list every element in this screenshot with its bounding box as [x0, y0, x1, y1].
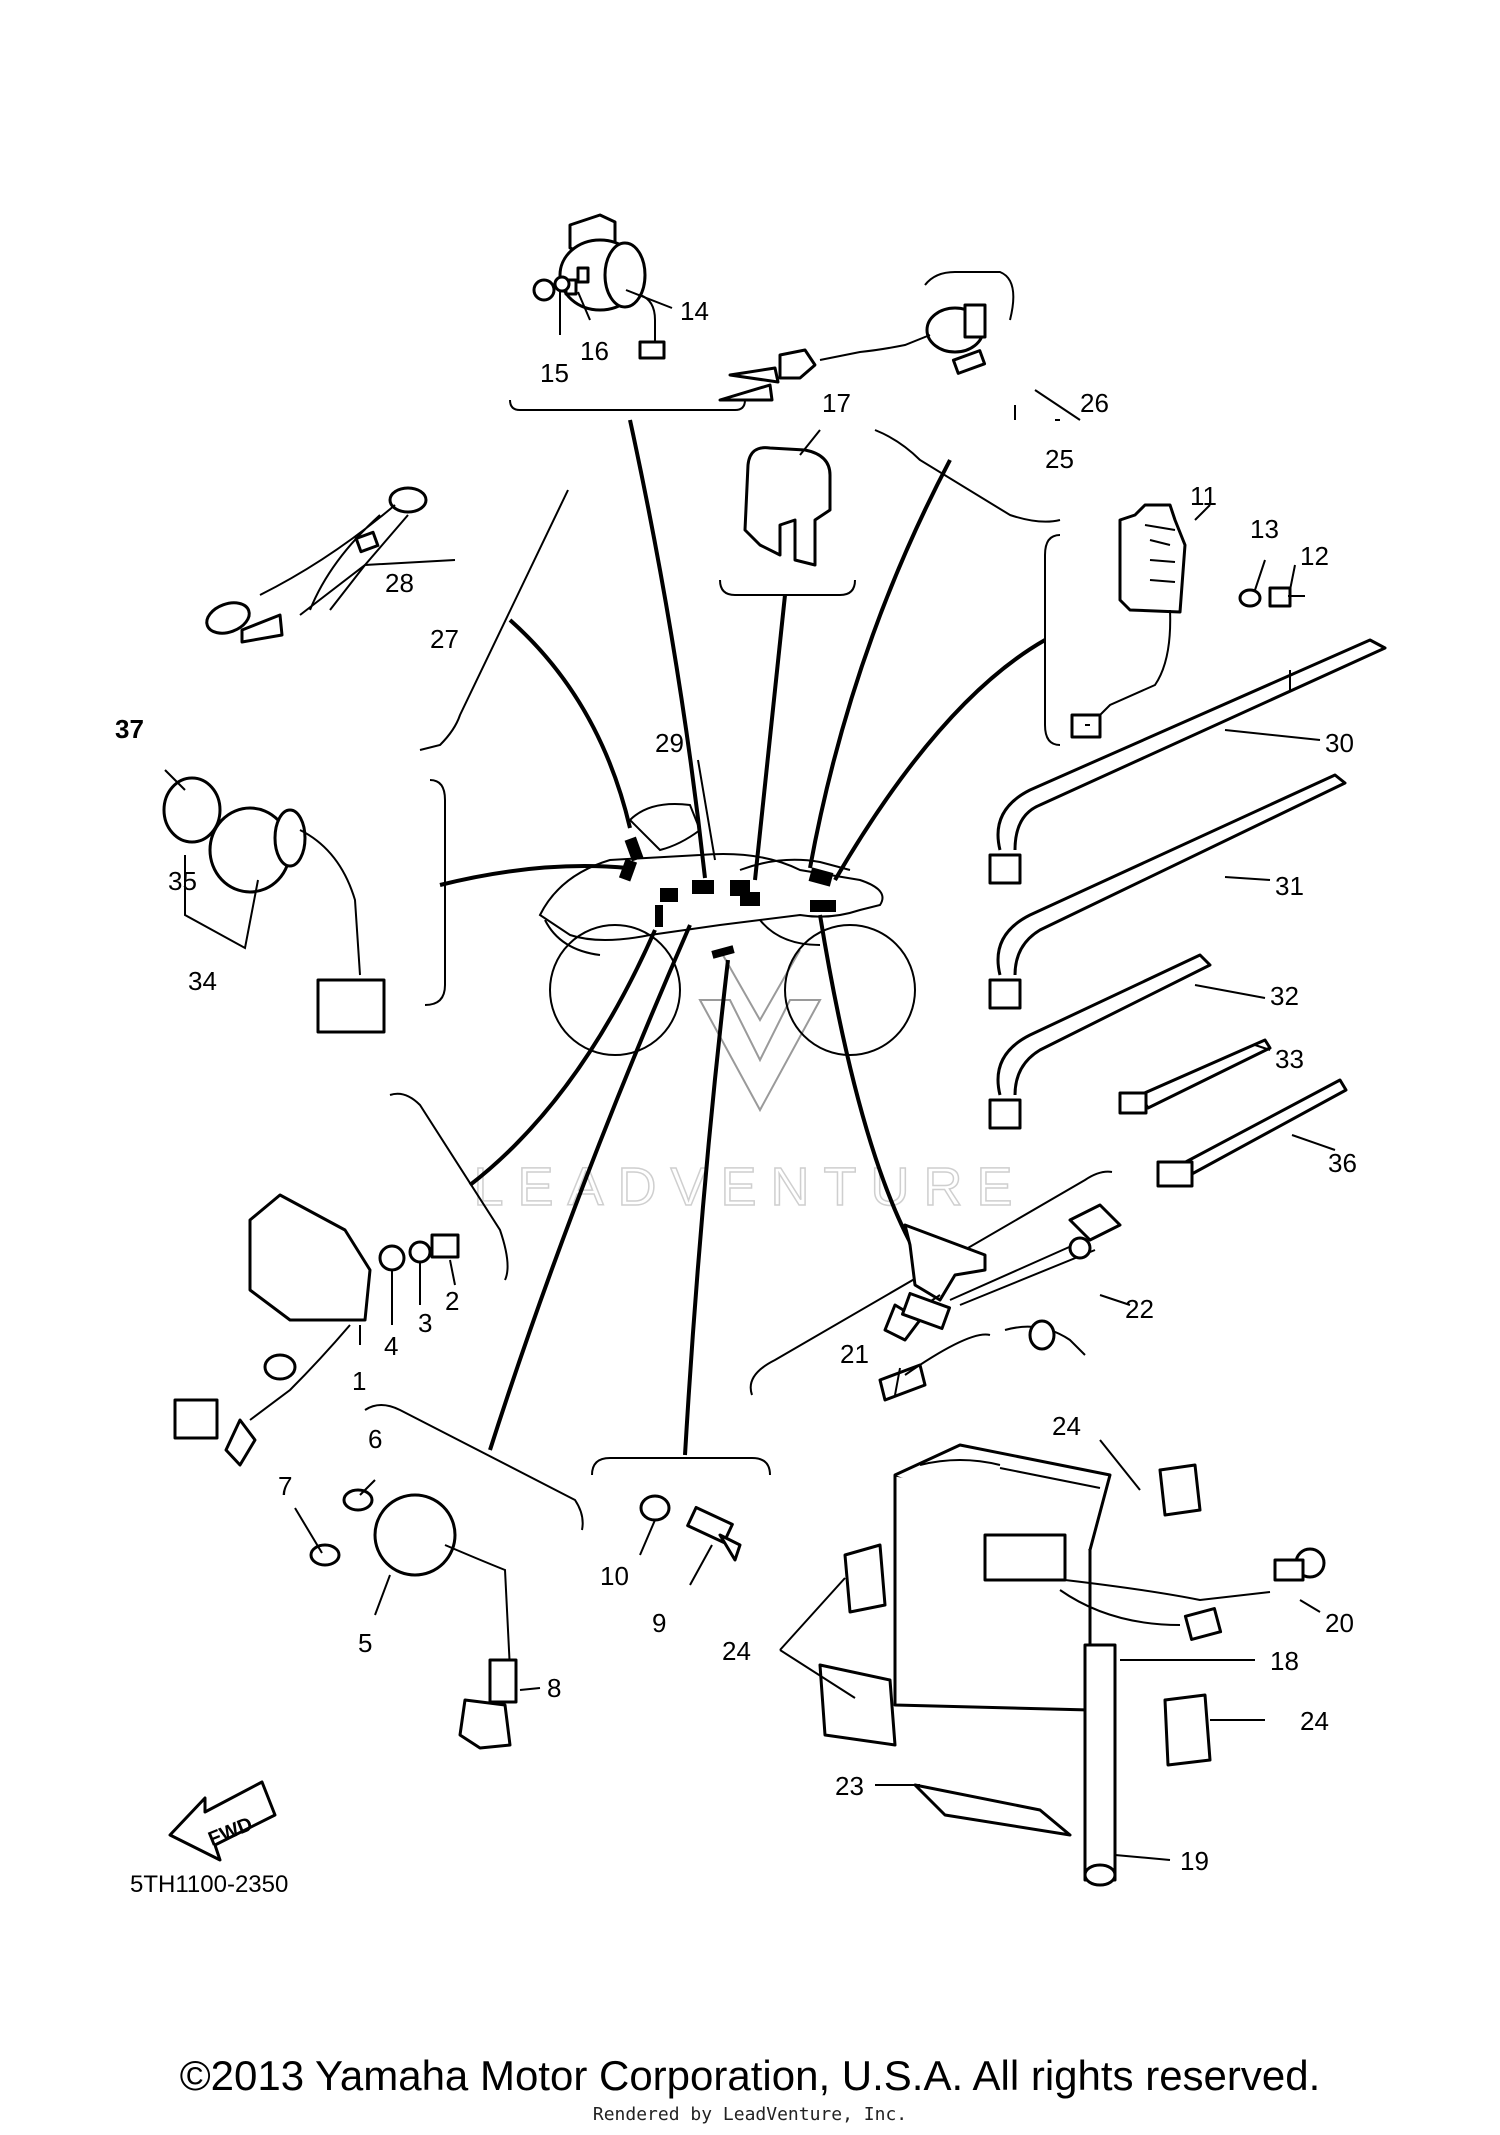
callouts: 14 15 16 17 26 25 11 13 12 28 27 37 29 3…: [115, 296, 1357, 1898]
callout-26: 26: [1080, 388, 1109, 418]
callout-19: 19: [1180, 1846, 1209, 1876]
battery-group: [818, 1223, 1326, 1887]
callout-20: 20: [1325, 1608, 1354, 1638]
copyright-notice: ©2013 Yamaha Motor Corporation, U.S.A. A…: [179, 2052, 1321, 2099]
callout-2: 2: [445, 1286, 459, 1316]
watermark-logo-icon: [698, 949, 822, 1113]
fwd-arrow-icon: FWD: [168, 1780, 277, 1862]
callout-1: 1: [352, 1366, 366, 1396]
callout-15: 15: [540, 358, 569, 388]
callout-6: 6: [368, 1424, 382, 1454]
callout-17: 17: [822, 388, 851, 418]
callout-4: 4: [384, 1331, 398, 1361]
callout-37: 37: [115, 714, 144, 744]
callout-24: 24: [1052, 1411, 1081, 1441]
fuse-holder-group: [718, 271, 1015, 402]
cover-part-17: [743, 446, 832, 567]
callout-27: 27: [430, 624, 459, 654]
callout-29: 29: [655, 728, 684, 758]
callout-24c: 24: [1300, 1706, 1329, 1736]
callout-16: 16: [580, 336, 609, 366]
battery-band-group: [901, 1203, 1122, 1331]
callout-30: 30: [1325, 728, 1354, 758]
callout-10: 10: [600, 1561, 629, 1591]
rendered-by-notice: Rendered by LeadVenture, Inc.: [592, 2104, 908, 2125]
callout-28: 28: [385, 568, 414, 598]
callout-18: 18: [1270, 1646, 1299, 1676]
callout-33: 33: [1275, 1044, 1304, 1074]
callout-7: 7: [278, 1471, 292, 1501]
callout-12: 12: [1300, 541, 1329, 571]
callout-22: 22: [1125, 1294, 1154, 1324]
main-switch-group: [162, 776, 386, 1034]
starter-relay-group: [532, 213, 666, 360]
lead-harness-group: [205, 486, 428, 644]
callout-36: 36: [1328, 1148, 1357, 1178]
watermark: LEADVENTURE: [473, 949, 1026, 1218]
callout-24b: 24: [722, 1636, 751, 1666]
callout-3: 3: [418, 1308, 432, 1338]
callout-23: 23: [835, 1771, 864, 1801]
ignition-coil-group: [309, 1488, 518, 1750]
callout-25: 25: [1045, 444, 1074, 474]
callout-8: 8: [547, 1673, 561, 1703]
location-lines: [439, 419, 1046, 1456]
drawing-code: 5TH1100-2350: [130, 1871, 288, 1898]
callout-5: 5: [358, 1628, 372, 1658]
cable-ties: [988, 638, 1387, 1188]
leader-lines: [164, 289, 1336, 1861]
atv-outline: [538, 803, 916, 1056]
neutral-switch-group: [639, 1494, 742, 1562]
callout-13: 13: [1250, 514, 1279, 544]
callout-31: 31: [1275, 871, 1304, 901]
callout-35: 35: [168, 866, 197, 896]
callout-14: 14: [680, 296, 709, 326]
callout-34: 34: [188, 966, 217, 996]
callout-32: 32: [1270, 981, 1299, 1011]
callout-21: 21: [840, 1339, 869, 1369]
watermark-text: LEADVENTURE: [473, 1157, 1026, 1217]
callout-9: 9: [652, 1608, 666, 1638]
connector-markers: [618, 836, 836, 959]
cdi-unit-group: [173, 1193, 460, 1467]
callout-11: 11: [1190, 481, 1217, 511]
